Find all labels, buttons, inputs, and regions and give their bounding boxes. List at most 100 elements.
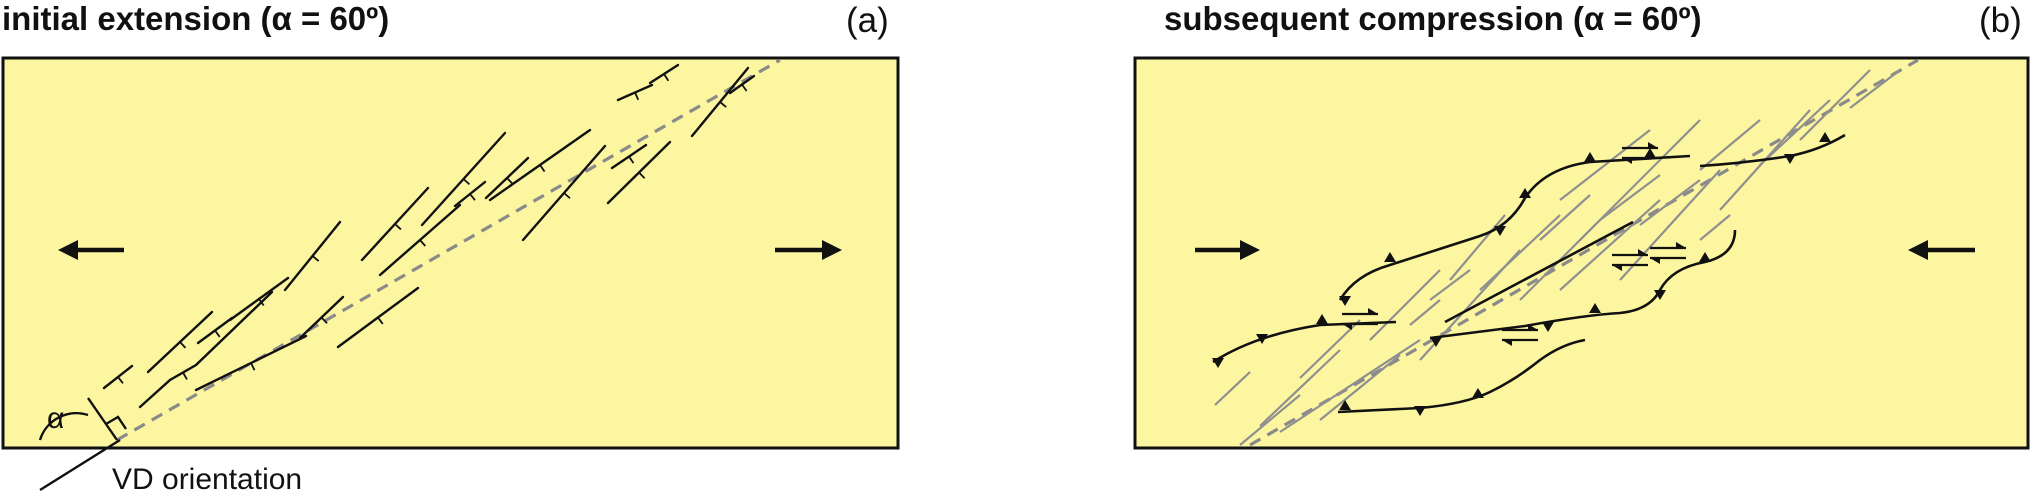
extension-arrow-right xyxy=(775,240,842,260)
strike-slip-half-arrows xyxy=(1342,142,1686,346)
previous-fault-trace xyxy=(1449,214,1506,281)
half-arrow xyxy=(1342,308,1378,316)
thrust-tooth xyxy=(1414,406,1426,416)
thrust-tooth xyxy=(1589,303,1601,313)
panel-b-previous-faults xyxy=(1214,69,1901,446)
thrust-tooth xyxy=(1784,154,1796,164)
thrust-tooth xyxy=(1316,314,1328,324)
thrust-tooth xyxy=(1430,337,1442,347)
thrust-tooth xyxy=(1256,334,1268,344)
panel-a-label: (a) xyxy=(846,1,889,40)
panel-b: subsequent compression (α = 60º) (b) xyxy=(1133,0,2030,450)
extension-arrow-left xyxy=(58,240,124,260)
fault-tick xyxy=(469,193,476,201)
thrust-tooth xyxy=(1542,322,1554,332)
fault-tick xyxy=(719,101,727,108)
panel-a-normal-faults xyxy=(102,63,756,409)
thrust-tooth xyxy=(1339,296,1351,306)
half-arrow xyxy=(1650,242,1686,250)
previous-fault-trace xyxy=(1429,269,1471,301)
vd-orientation-label: VD orientation xyxy=(112,463,302,495)
fault-tick xyxy=(311,255,320,262)
alpha-symbol: α xyxy=(47,402,64,435)
right-angle-marker xyxy=(105,415,127,430)
fault-tick xyxy=(214,329,221,338)
half-arrow xyxy=(1502,338,1538,346)
panel-a-title: initial extension (α = 60º) xyxy=(2,0,389,37)
half-arrow xyxy=(1612,249,1648,257)
previous-fault-trace xyxy=(1559,199,1661,291)
panel-a-vd-dashed-line xyxy=(116,58,781,442)
fault-tick xyxy=(634,92,640,101)
fault-tick xyxy=(250,362,256,371)
previous-fault-trace xyxy=(1849,69,1901,109)
previous-fault-trace xyxy=(1479,214,1561,291)
fault-tick xyxy=(182,372,188,380)
half-arrow xyxy=(1622,156,1658,164)
previous-fault-trace xyxy=(1559,129,1651,201)
previous-fault-trace xyxy=(1639,179,1701,226)
thrust-fault-4 xyxy=(1337,338,1586,414)
fault-tick xyxy=(628,155,635,164)
fault-tick xyxy=(258,298,265,307)
fault-tick xyxy=(741,83,748,92)
alpha-arc xyxy=(38,412,89,441)
thrust-tooth xyxy=(1472,388,1484,398)
perpendicular-line xyxy=(87,397,118,441)
panel-b-title: subsequent compression (α = 60º) xyxy=(1164,0,1702,37)
previous-fault-trace xyxy=(1319,354,1401,421)
thrust-tooth xyxy=(1212,358,1224,368)
fault-tick xyxy=(419,239,426,247)
panel-b-vd-dashed-line xyxy=(1249,58,1919,447)
previous-fault-trace xyxy=(1259,349,1341,427)
thrust-tooth xyxy=(1584,152,1596,162)
thrust-fault-2 xyxy=(1338,154,1691,301)
previous-fault-trace xyxy=(1699,214,1731,241)
thrust-tooth xyxy=(1384,252,1396,262)
previous-fault-trace xyxy=(1619,169,1721,281)
fault-tick xyxy=(377,316,384,325)
vd-orientation-line xyxy=(39,438,121,492)
thrust-tooth xyxy=(1654,290,1666,300)
panel-a: initial extension (α = 60º) (a) α VD ori… xyxy=(1,0,900,495)
previous-fault-trace xyxy=(1699,119,1761,171)
fault-tick xyxy=(506,177,514,185)
previous-fault-trace xyxy=(1799,69,1871,141)
previous-fault-trace xyxy=(1759,99,1831,166)
alpha-angle-annotation: α VD orientation xyxy=(38,397,302,495)
thrust-tooth xyxy=(1494,226,1506,236)
previous-fault-trace xyxy=(1214,371,1251,406)
fault-tick xyxy=(462,178,471,186)
thrust-tooth xyxy=(1699,252,1711,262)
fault-tick xyxy=(563,192,571,199)
previous-fault-trace xyxy=(1539,194,1591,241)
fault-tick xyxy=(179,341,187,349)
fault-tick xyxy=(394,223,402,231)
fault-tick xyxy=(663,73,670,82)
thrust-tooth xyxy=(1819,132,1831,142)
thrust-tooth xyxy=(1644,148,1656,158)
fault-tick xyxy=(638,171,646,179)
fault-tick xyxy=(539,164,546,173)
compression-arrow-left xyxy=(1195,240,1260,260)
previous-fault-trace xyxy=(1599,174,1661,221)
thrust-teeth xyxy=(1212,132,1831,416)
previous-fault-trace xyxy=(1409,299,1441,326)
thrust-tooth xyxy=(1339,400,1351,410)
previous-fault-trace xyxy=(1279,339,1421,433)
panel-b-label: (b) xyxy=(1979,1,2022,40)
compression-arrow-right xyxy=(1908,240,1975,260)
strike-slip-fault xyxy=(1444,220,1634,324)
half-arrow xyxy=(1650,256,1686,264)
half-arrow xyxy=(1622,142,1658,150)
thrust-tooth xyxy=(1519,188,1531,198)
fault-tick xyxy=(320,316,328,324)
half-arrow xyxy=(1342,322,1378,330)
half-arrow xyxy=(1612,263,1648,271)
previous-fault-trace xyxy=(1369,269,1441,341)
panel-a-box xyxy=(1,56,900,450)
previous-fault-trace xyxy=(1239,394,1301,446)
previous-fault-trace xyxy=(1299,319,1361,379)
panel-b-thrust-faults xyxy=(1212,132,1846,416)
